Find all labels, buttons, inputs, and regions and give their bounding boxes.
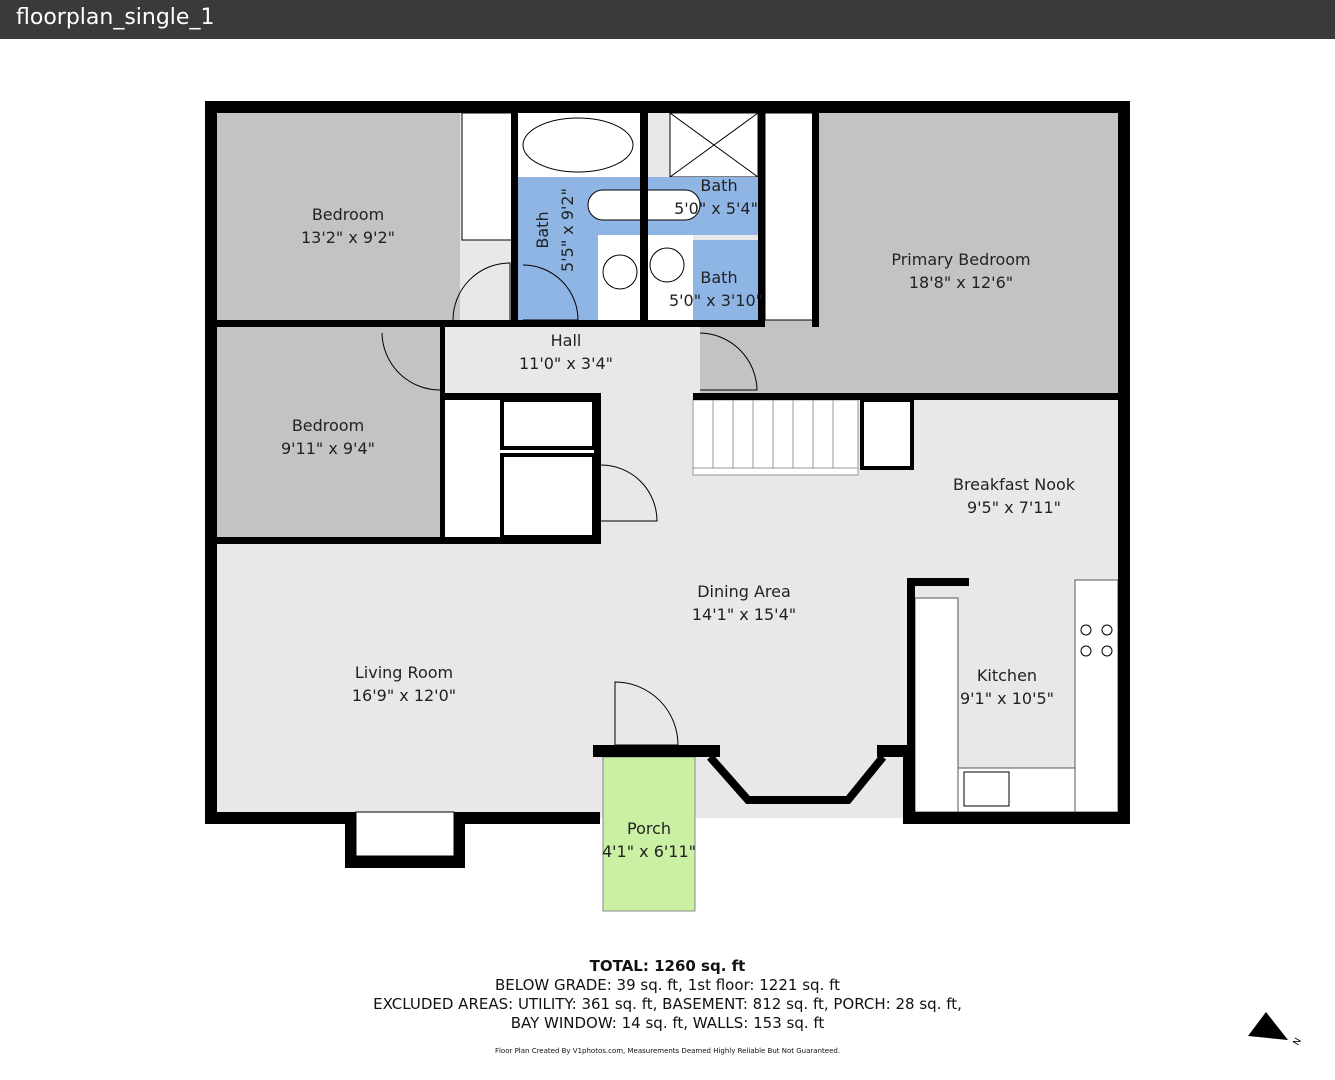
sink-icon <box>602 254 638 290</box>
room-kitchen: Kitchen 9'1" x 10'5" <box>960 666 1054 708</box>
room-name: Bedroom <box>312 205 384 224</box>
room-dims: 4'1" x 6'11" <box>602 842 696 861</box>
area-line-2: EXCLUDED AREAS: UTILITY: 361 sq. ft, BAS… <box>373 995 962 1013</box>
linen-closet <box>500 398 596 450</box>
kitchen-counter-right <box>1074 579 1119 813</box>
bathtub-icon <box>522 117 634 173</box>
room-dims: 14'1" x 15'4" <box>692 605 796 624</box>
room-dims: 16'9" x 12'0" <box>352 686 456 705</box>
room-name: Bedroom <box>292 416 364 435</box>
room-bath-1: Bath 5'5" x 9'2" <box>533 188 577 272</box>
area-line-1: BELOW GRADE: 39 sq. ft, 1st floor: 1221 … <box>495 976 840 994</box>
room-bedroom-2: Bedroom 9'11" x 9'4" <box>281 416 375 458</box>
room-name: Living Room <box>355 663 453 682</box>
bath-3-area <box>693 240 758 325</box>
room-dims: 18'8" x 12'6" <box>909 273 1013 292</box>
closet-primary <box>764 112 819 321</box>
kitchen-sink-icon <box>963 771 1010 807</box>
room-dims: 13'2" x 9'2" <box>301 228 395 247</box>
room-dims: 11'0" x 3'4" <box>519 354 613 373</box>
area-line-3: BAY WINDOW: 14 sq. ft, WALLS: 153 sq. ft <box>510 1014 825 1032</box>
porch-area <box>602 756 696 912</box>
closet-1 <box>461 112 513 241</box>
room-hall: Hall 11'0" x 3'4" <box>519 331 613 373</box>
room-name: Kitchen <box>977 666 1037 685</box>
sink-icon <box>649 247 685 283</box>
room-dims: 9'1" x 10'5" <box>960 689 1054 708</box>
room-primary-bedroom: Primary Bedroom 18'8" x 12'6" <box>891 250 1030 292</box>
window-title: floorplan_single_1 <box>16 5 215 30</box>
room-bedroom-1: Bedroom 13'2" x 9'2" <box>301 205 395 247</box>
room-bath-2: Bath 5'0" x 5'4" <box>674 176 758 218</box>
room-living-room: Living Room 16'9" x 12'0" <box>352 663 456 705</box>
room-breakfast-nook: Breakfast Nook 9'5" x 7'11" <box>953 475 1076 517</box>
primary-bedroom-entry <box>700 320 820 393</box>
room-porch: Porch 4'1" x 6'11" <box>602 819 696 861</box>
doors <box>381 262 758 746</box>
bay-window <box>707 754 887 804</box>
room-name: Dining Area <box>697 582 791 601</box>
north-label: N <box>1292 1037 1304 1048</box>
room-name: Bath <box>533 211 552 248</box>
room-dims: 5'0" x 3'10" <box>669 291 763 310</box>
north-arrow-icon: N <box>1248 1012 1304 1048</box>
stairs <box>692 399 859 476</box>
room-bath-3: Bath 5'0" x 3'10" <box>669 268 763 310</box>
room-name: Hall <box>551 331 582 350</box>
bedroom-2-area <box>217 327 440 537</box>
room-dims: 5'0" x 5'4" <box>674 199 758 218</box>
utility-closet <box>500 453 596 539</box>
room-name: Porch <box>627 819 671 838</box>
room-name: Breakfast Nook <box>953 475 1076 494</box>
room-dims: 9'11" x 9'4" <box>281 439 375 458</box>
fireplace <box>355 811 455 857</box>
title-bar: floorplan_single_1 <box>0 0 1335 39</box>
credit-text: Floor Plan Created By V1photos.com, Meas… <box>494 1047 841 1055</box>
primary-bedroom-area <box>818 113 1118 393</box>
room-dining-area: Dining Area 14'1" x 15'4" <box>692 582 796 624</box>
room-dims: 5'5" x 9'2" <box>558 188 577 272</box>
bedroom-1-area <box>217 113 460 320</box>
stair-closet <box>860 398 914 470</box>
room-name: Primary Bedroom <box>891 250 1030 269</box>
kitchen-counter-left <box>914 597 959 813</box>
room-name: Bath <box>700 268 737 287</box>
room-name: Bath <box>700 176 737 195</box>
room-dims: 9'5" x 7'11" <box>967 498 1061 517</box>
total-area: TOTAL: 1260 sq. ft <box>589 957 746 975</box>
